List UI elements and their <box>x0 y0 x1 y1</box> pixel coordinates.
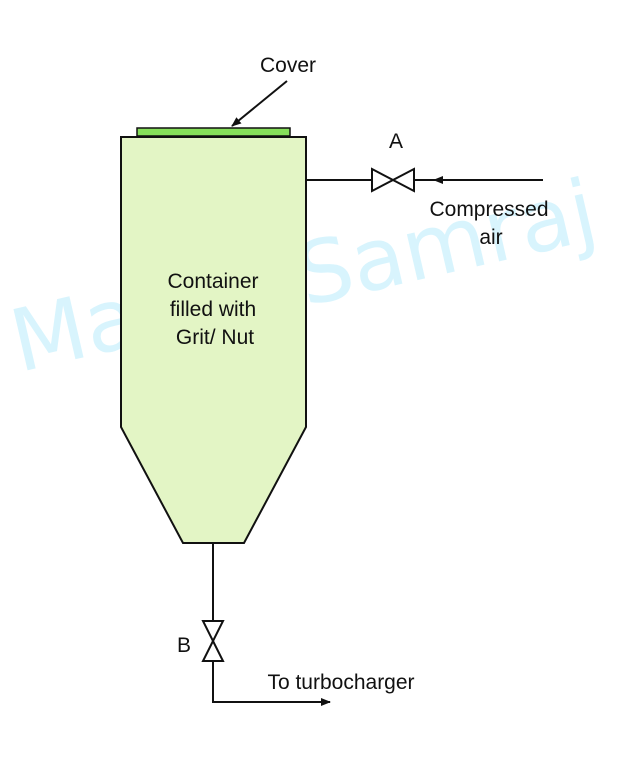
cover-plate <box>136 127 291 137</box>
cover-pointer-arrow <box>231 80 288 127</box>
container-label-line3: Grit/ Nut <box>176 326 254 349</box>
valve-a-icon <box>371 167 415 193</box>
compressed-air-label-line2: air <box>479 226 502 249</box>
container-vessel <box>120 136 307 544</box>
valve-b-icon <box>201 620 225 662</box>
container-label-line1: Container <box>167 270 258 293</box>
valve-b-label: B <box>177 634 191 657</box>
outlet-label: To turbocharger <box>267 671 414 694</box>
valve-a-label: A <box>389 130 403 153</box>
compressed-air-label-line1: Compressed <box>429 198 548 221</box>
cover-label: Cover <box>260 54 316 77</box>
container-label-line2: filled with <box>170 298 256 321</box>
